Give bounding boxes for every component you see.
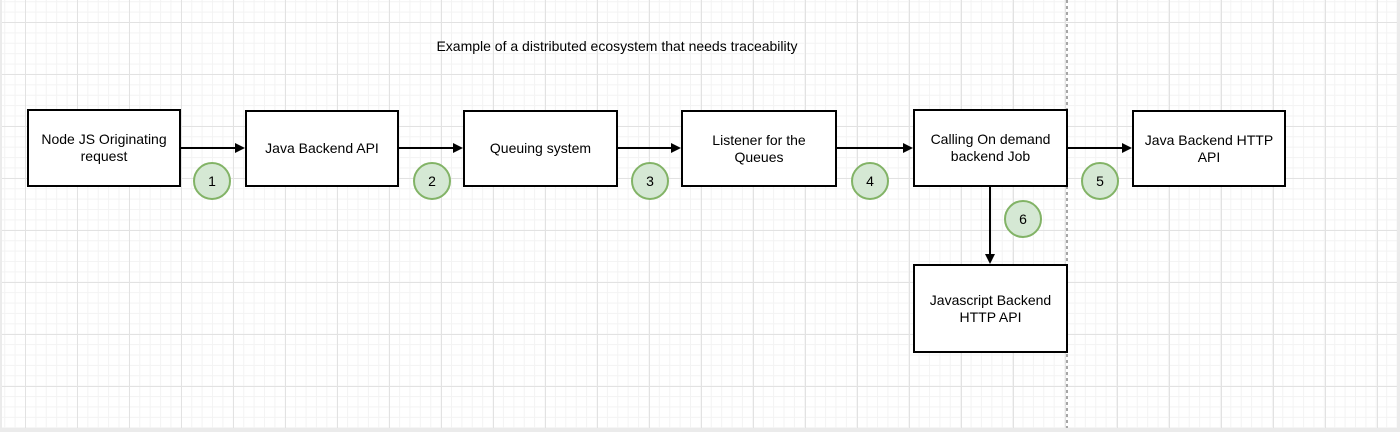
edge-3-line[interactable] [618,147,672,149]
edge-1-line[interactable] [181,147,236,149]
diagram-title: Example of a distributed ecosystem that … [436,38,798,54]
node-node-js-originating-request[interactable]: Node JS Originating request [27,109,181,187]
step-badge-label: 6 [1019,211,1027,227]
node-label: Java Backend HTTP API [1144,131,1274,165]
step-badge-2[interactable]: 2 [413,162,451,200]
edge-5-arrowhead-icon [1122,143,1132,153]
edge-5-line[interactable] [1068,147,1123,149]
step-badge-label: 2 [428,173,436,189]
edge-4-line[interactable] [837,147,904,149]
node-queuing-system[interactable]: Queuing system [463,110,618,187]
page-boundary-dashed-line [1066,0,1068,432]
edge-1-arrowhead-icon [235,143,245,153]
step-badge-4[interactable]: 4 [851,162,889,200]
canvas-edge-right [1397,0,1400,432]
canvas-edge-left [0,0,2,432]
edge-6-line[interactable] [989,187,991,255]
edge-6-arrowhead-icon [985,254,995,264]
node-label: Java Backend API [265,140,379,156]
step-badge-6[interactable]: 6 [1004,200,1042,238]
node-label: Queuing system [489,140,592,156]
step-badge-label: 4 [866,173,874,189]
node-label: Node JS Originating request [41,131,167,164]
step-badge-label: 3 [646,173,654,189]
step-badge-3[interactable]: 3 [631,162,669,200]
node-javascript-backend-http-api[interactable]: Javascript Backend HTTP API [913,264,1068,353]
canvas-edge-bottom [0,428,1400,432]
edge-4-arrowhead-icon [903,143,913,153]
edge-2-arrowhead-icon [453,143,463,153]
edge-2-line[interactable] [399,147,454,149]
edge-3-arrowhead-icon [671,143,681,153]
node-listener-for-the-queues[interactable]: Listener for the Queues [681,110,837,187]
step-badge-label: 1 [208,173,216,189]
step-badge-label: 5 [1096,173,1104,189]
node-calling-on-demand-backend-job[interactable]: Calling On demand backend Job [913,109,1068,187]
node-label: Javascript Backend HTTP API [929,291,1052,325]
node-label: Listener for the Queues [712,131,806,165]
step-badge-1[interactable]: 1 [193,162,231,200]
node-java-backend-api[interactable]: Java Backend API [245,110,399,187]
node-java-backend-http-api[interactable]: Java Backend HTTP API [1132,110,1286,187]
node-label: Calling On demand backend Job [930,131,1051,164]
step-badge-5[interactable]: 5 [1081,162,1119,200]
